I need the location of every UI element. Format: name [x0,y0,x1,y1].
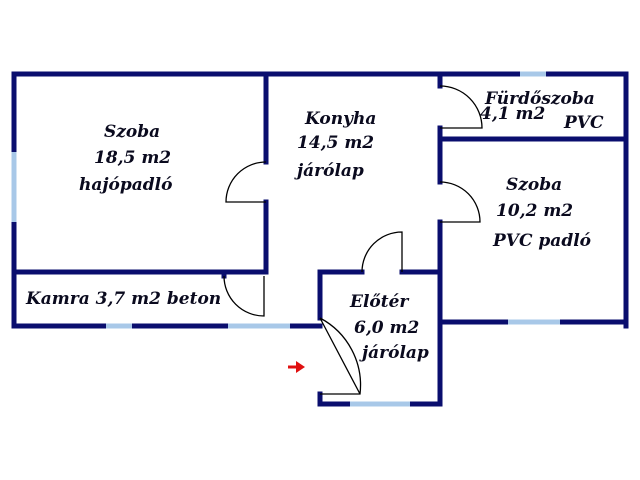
szoba1-area: 18,5 m2 [94,148,171,168]
door-szoba2 [439,181,481,223]
door-szoba-konyha [225,161,267,203]
furdo-area: 4,1 m2 [480,104,545,124]
doors [223,85,483,395]
door-furdo [439,85,483,129]
door-entrance [319,317,362,395]
kamra-label: Kamra 3,7 m2 beton [25,289,221,309]
entry-arrow-icon [288,361,305,373]
door-eloter-top [361,231,403,273]
szoba2-name: Szoba [506,175,562,195]
eloter-floor: járólap [359,343,429,363]
szoba1-floor: hajópadló [79,175,172,195]
eloter-name: Előtér [349,292,409,312]
windows [11,71,560,407]
konyha-floor: járólap [294,161,364,181]
furdo-name: Fürdőszoba [484,89,595,109]
szoba2-area: 10,2 m2 [496,201,573,221]
szoba2-floor: PVC padló [492,231,591,251]
eloter-area: 6,0 m2 [354,318,419,338]
konyha-area: 14,5 m2 [297,133,374,153]
szoba1-name: Szoba [104,122,160,142]
furdo-floor: PVC [563,113,604,133]
door-kamra [223,275,265,317]
konyha-name: Konyha [304,109,376,129]
